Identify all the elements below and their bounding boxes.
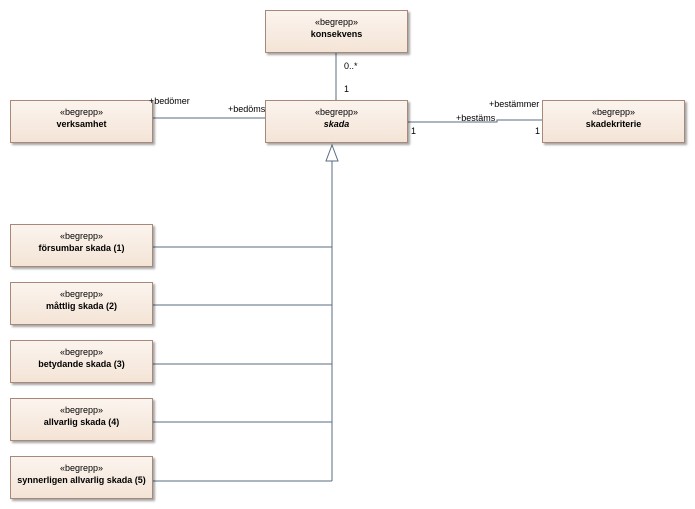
multiplicity-konsekvens-bottom: 1: [344, 84, 350, 94]
class-name: allvarlig skada (4): [43, 417, 120, 427]
class-forsumbar-skada[interactable]: «begrepp» försumbar skada (1): [10, 224, 153, 267]
class-verksamhet[interactable]: «begrepp» verksamhet: [10, 100, 153, 143]
role-bedoms: +bedöms: [228, 104, 266, 114]
class-name: konsekvens: [310, 29, 363, 39]
multiplicity-skadekriterie: 1: [535, 126, 541, 136]
class-name: verksamhet: [56, 119, 107, 129]
class-skada[interactable]: «begrepp» skada: [265, 100, 408, 143]
stereotype-label: «begrepp»: [59, 107, 104, 117]
class-name: synnerligen allvarlig skada (5): [17, 475, 146, 485]
stereotype-label: «begrepp»: [59, 463, 104, 473]
class-name: skadekriterie: [585, 119, 642, 129]
class-name: betydande skada (3): [38, 359, 125, 369]
role-bestammer: +bestämmer: [489, 99, 540, 109]
class-konsekvens[interactable]: «begrepp» konsekvens: [265, 10, 408, 53]
stereotype-label: «begrepp»: [591, 107, 636, 117]
association-skada-skadekriterie: [407, 119, 543, 123]
stereotype-label: «begrepp»: [59, 231, 104, 241]
class-name: försumbar skada (1): [38, 243, 125, 253]
role-bestams: +bestäms: [456, 113, 496, 123]
multiplicity-konsekvens-top: 0..*: [344, 61, 358, 71]
stereotype-label: «begrepp»: [314, 17, 359, 27]
class-name: skada: [323, 119, 350, 129]
stereotype-label: «begrepp»: [314, 107, 359, 117]
class-name: måttlig skada (2): [45, 301, 118, 311]
stereotype-label: «begrepp»: [59, 289, 104, 299]
class-mattlig-skada[interactable]: «begrepp» måttlig skada (2): [10, 282, 153, 325]
class-betydande-skada[interactable]: «begrepp» betydande skada (3): [10, 340, 153, 383]
multiplicity-skada-right: 1: [411, 126, 417, 136]
stereotype-label: «begrepp»: [59, 347, 104, 357]
class-synnerligen-allvarlig-skada[interactable]: «begrepp» synnerligen allvarlig skada (5…: [10, 456, 153, 499]
class-allvarlig-skada[interactable]: «begrepp» allvarlig skada (4): [10, 398, 153, 441]
generalization-arrowhead: [325, 143, 339, 162]
class-skadekriterie[interactable]: «begrepp» skadekriterie: [542, 100, 685, 143]
role-bedomer: +bedömer: [149, 96, 190, 106]
stereotype-label: «begrepp»: [59, 405, 104, 415]
